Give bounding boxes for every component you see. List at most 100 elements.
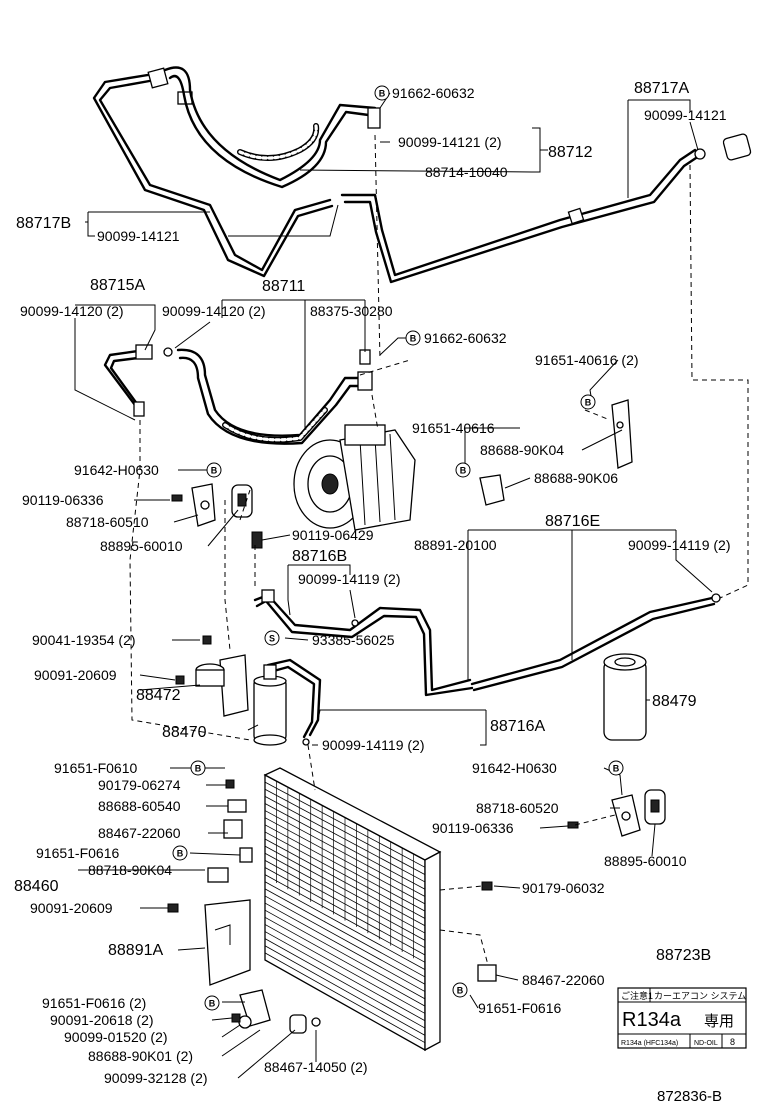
pipe-88716E	[470, 593, 721, 692]
label-90099-14121-b: 90099-14121	[97, 228, 180, 244]
s-mark-text: S	[269, 634, 275, 644]
hose-fitting	[357, 371, 373, 391]
fin-line	[264, 952, 426, 1044]
b-mark-icon	[206, 462, 222, 478]
b-mark-text: B	[410, 334, 417, 344]
label-exclusive: 専用	[704, 1013, 734, 1030]
b-markers: B B B B B S B B B B B	[172, 85, 624, 1011]
hose-fitting	[367, 107, 381, 129]
pressure-switch	[359, 349, 371, 365]
label-90179-06274: 90179-06274	[98, 777, 181, 793]
label-88688-60540: 88688-60540	[98, 798, 181, 814]
label-small-right: 8	[730, 1037, 735, 1047]
fin-line	[264, 881, 426, 970]
label-91662-60632-b: 91662-60632	[424, 330, 507, 346]
hose-88711	[163, 347, 373, 445]
clamp-88718-60510	[191, 483, 216, 527]
b-mark-icon	[204, 995, 220, 1011]
label-91642-H0630-b: 91642-H0630	[472, 760, 557, 776]
fin-line	[264, 916, 426, 1007]
label-header-right: カーエアコン システム	[654, 991, 746, 1001]
label-88467-22060-b: 88467-22060	[522, 972, 605, 988]
hose-fitting	[147, 67, 169, 89]
label-88895-60010: 88895-60010	[100, 538, 183, 554]
label-88891A: 88891A	[108, 942, 163, 959]
label-88718-60510: 88718-60510	[66, 514, 149, 530]
pipe-88716B	[253, 589, 474, 697]
label-91642-H0630: 91642-H0630	[74, 462, 159, 478]
b-mark-text: B	[585, 398, 592, 408]
label-90099-14121: 90099-14121	[644, 107, 727, 123]
discharge-pipe-88717A	[340, 133, 752, 284]
label-88717A: 88717A	[634, 80, 689, 97]
label-93385-56025: 93385-56025	[312, 632, 395, 648]
label-90119-06336: 90119-06336	[22, 492, 104, 508]
label-91651-F0610: 91651-F0610	[54, 760, 138, 776]
label-88688-90K04: 88688-90K04	[480, 442, 564, 458]
label-88718-60520: 88718-60520	[476, 800, 559, 816]
bolt-90119-06336	[171, 494, 183, 502]
s-mark-icon	[264, 630, 280, 646]
label-88688-90K01-2: 88688-90K01 (2)	[88, 1048, 193, 1064]
b-mark-text: B	[211, 466, 218, 476]
b-mark-text: B	[457, 986, 464, 996]
b-mark-icon	[452, 982, 468, 998]
condenser-brackets	[167, 779, 497, 1034]
compressor	[293, 424, 416, 531]
b-mark-text: B	[209, 999, 216, 1009]
bracket-88688-90K04	[611, 399, 633, 469]
label-88717B: 88717B	[16, 215, 71, 232]
bolt-90119-06336-b	[567, 821, 579, 829]
label-90099-32128-2: 90099-32128 (2)	[104, 1070, 208, 1086]
b-mark-icon	[172, 845, 188, 861]
label-88375-30280: 88375-30280	[310, 303, 393, 319]
receiver-dryer-88470	[253, 664, 287, 746]
fin-line	[264, 909, 426, 1000]
label-88472: 88472	[136, 687, 181, 704]
label-88712: 88712	[548, 144, 593, 161]
leader-lines	[74, 92, 713, 1079]
label-small-mid: ND-OIL	[694, 1040, 718, 1047]
label-88895-60010-b: 88895-60010	[604, 853, 687, 869]
o-ring	[163, 347, 173, 357]
hose-fitting	[135, 344, 153, 360]
label-88714-10040: 88714-10040	[425, 164, 508, 180]
fin-line	[264, 924, 426, 1014]
fin-line	[264, 938, 426, 1029]
pipe-88715A	[103, 344, 153, 417]
fin-line	[264, 902, 426, 992]
label-88467-14050-2: 88467-14050 (2)	[264, 1059, 368, 1075]
b-mark-icon	[455, 462, 471, 478]
label-refrigerant: R134a	[622, 1009, 682, 1031]
clamp-88718-60520	[611, 794, 641, 837]
label-90099-14119-2: 90099-14119 (2)	[628, 537, 730, 553]
b-mark-icon	[405, 330, 421, 346]
b-mark-text: B	[613, 764, 620, 774]
label-88716E: 88716E	[545, 513, 600, 530]
b-mark-text: B	[460, 466, 467, 476]
service-valve	[722, 133, 752, 161]
label-90099-14120-2-b: 90099-14120 (2)	[162, 303, 266, 319]
hose-fitting	[261, 589, 275, 603]
fin-line	[264, 895, 426, 985]
label-88479: 88479	[652, 693, 697, 710]
b-mark-text: B	[177, 849, 184, 859]
b-mark-icon	[580, 394, 596, 410]
compressor-port	[344, 424, 386, 446]
fin-line	[264, 931, 426, 1022]
label-90041-19354-2: 90041-19354 (2)	[32, 632, 136, 648]
bracket-88688-90K06	[479, 474, 505, 506]
label-91651-F0616-2: 91651-F0616 (2)	[42, 995, 146, 1011]
label-88467-22060: 88467-22060	[98, 825, 181, 841]
b-mark-icon	[190, 760, 206, 776]
bracket-88472	[175, 635, 249, 717]
b-mark-icon	[374, 85, 390, 101]
part-labels: 91662-60632 88717A 90099-14121 90099-141…	[14, 80, 730, 1086]
b-mark-text: B	[379, 89, 386, 99]
label-90091-20609-b: 90091-20609	[30, 900, 113, 916]
label-small-left: R134a (HFC134a)	[621, 1040, 678, 1047]
label-91651-F0616-b: 91651-F0616	[478, 1000, 562, 1016]
label-90099-14119-2-b: 90099-14119 (2)	[298, 571, 400, 587]
dashed-connections	[129, 134, 749, 966]
label-90099-14120-2: 90099-14120 (2)	[20, 303, 124, 319]
